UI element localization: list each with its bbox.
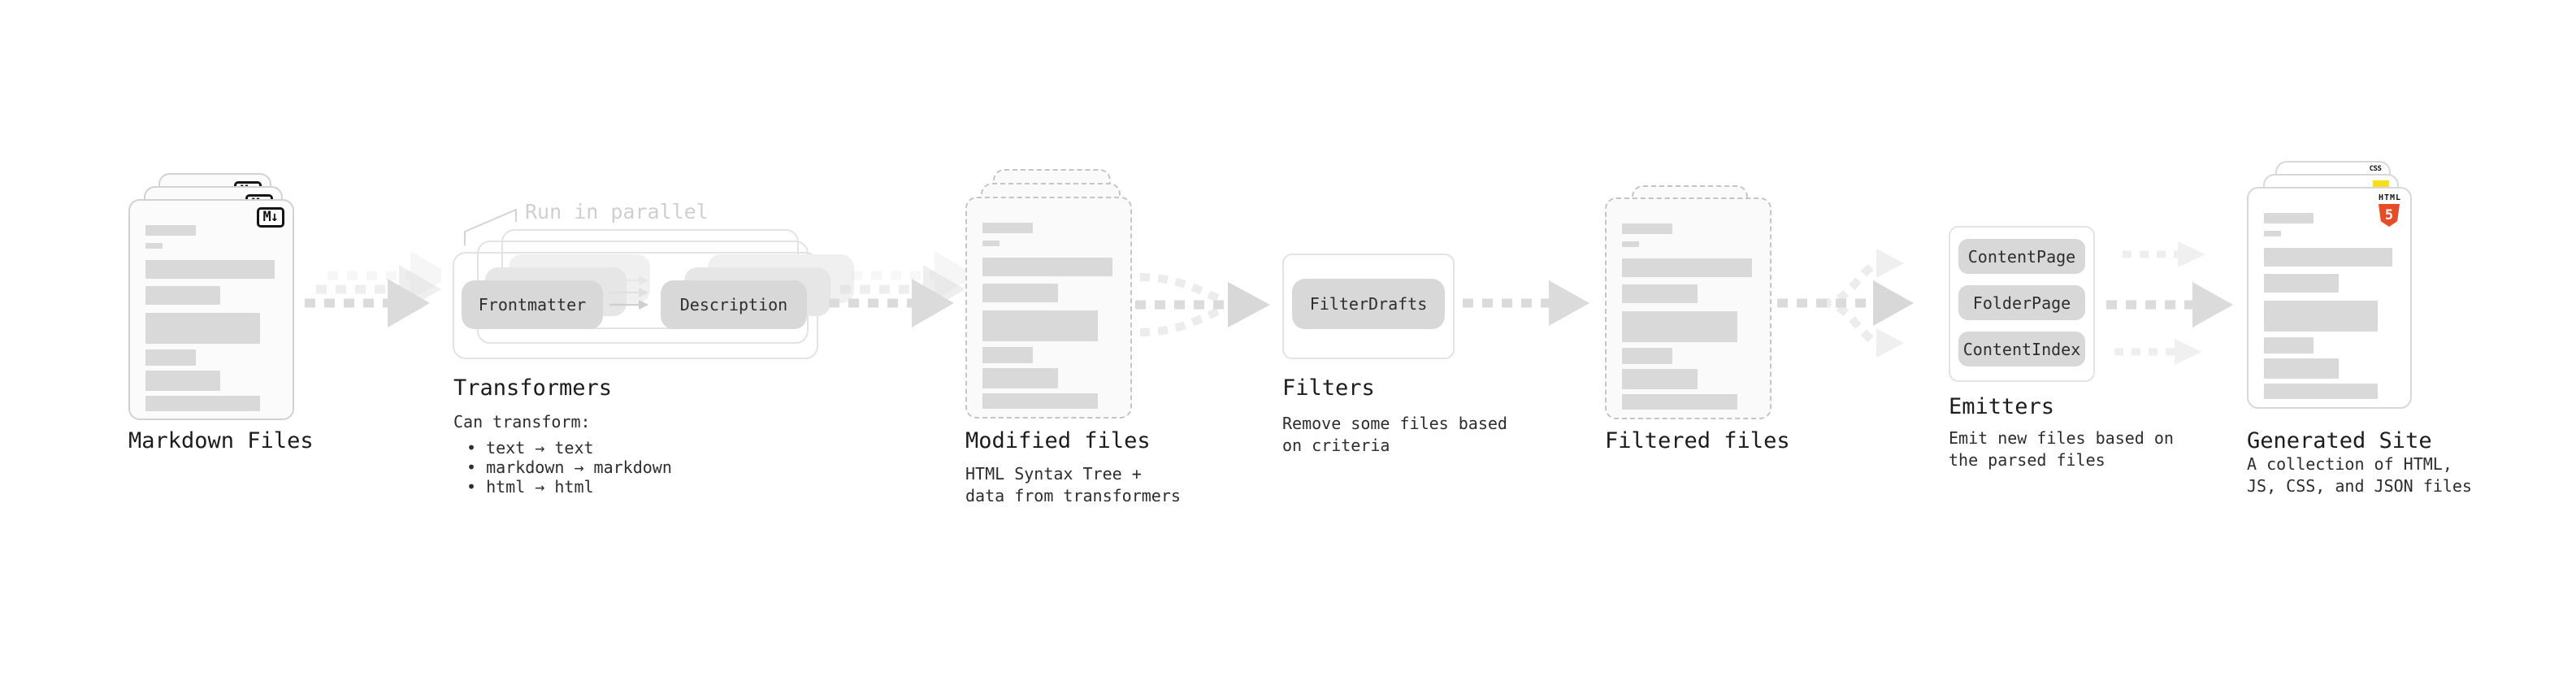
filter-pill-filterdrafts: FilterDrafts [1292,279,1445,329]
arrow-fanout-to-emitters-icon [1777,249,1914,358]
transformer-pill-description: Description [661,280,807,329]
file-text-lines [982,223,1115,409]
emitter-pill-contentindex: ContentIndex [1958,332,2085,367]
arrow-transformers-to-modified-icon [829,251,965,327]
text-line-bar [2264,213,2314,223]
arrow-emitters-to-generated-icon [2106,241,2233,365]
text-line-bar [2264,248,2392,267]
desc-line: data from transformers [965,486,1181,505]
text-line-bar [982,223,1033,233]
text-line-bar [1622,258,1752,277]
filtered-files-label: Filtered files [1605,428,1790,453]
transformers-bullet-list: • text → text • markdown → markdown • ht… [453,438,672,497]
transformer-pill-frontmatter: Frontmatter [462,280,603,329]
text-line-bar [982,368,1058,388]
modified-files-description: HTML Syntax Tree + data from transformer… [965,463,1181,507]
desc-line: on criteria [1282,436,1390,455]
text-line-bar [982,258,1112,276]
emitters-label: Emitters [1949,394,2055,419]
text-line-bar [2264,384,2379,399]
text-line-bar [1622,369,1698,389]
text-line-bar [1622,223,1672,234]
generated-site-description: A collection of HTML, JS, CSS, and JSON … [2247,453,2472,497]
arrow-fanin-to-filters-icon [1135,273,1270,336]
text-line-bar [2264,358,2339,379]
generated-site-label: Generated Site [2247,428,2432,453]
annotation-line-icon [464,208,517,245]
text-line-bar [145,260,275,279]
file-text-lines [145,225,277,411]
transformers-label: Transformers [453,375,613,401]
markdown-files-label: Markdown Files [128,428,314,453]
text-line-bar [1622,311,1737,342]
text-line-bar [982,284,1058,302]
desc-line: HTML Syntax Tree + [965,464,1142,484]
text-line-bar [145,225,196,236]
text-line-bar [1622,284,1698,303]
modified-files-label: Modified files [965,428,1151,453]
desc-line: Emit new files based on [1949,428,2174,448]
emitter-pill-contentpage: ContentPage [1958,239,2085,274]
transformers-description: Can transform: • text → text • markdown … [453,411,672,497]
markdown-file-card-front: M↓ [128,199,294,420]
text-line-bar [145,371,221,391]
text-line-bar [1622,348,1672,364]
bullet-item: • markdown → markdown [466,458,672,477]
desc-line: A collection of HTML, [2247,454,2452,474]
text-line-bar [1622,241,1640,247]
text-line-bar [982,347,1033,363]
emitters-description: Emit new files based on the parsed files [1949,427,2174,471]
pill-flow-arrows-icon [609,275,648,310]
markdown-icon: M↓ [256,207,284,228]
text-line-bar [982,393,1098,409]
filters-container [1282,254,1455,359]
filtered-file-card-front [1605,197,1772,419]
text-line-bar [2264,274,2339,293]
file-text-lines [1622,223,1754,410]
text-line-bar [145,243,163,249]
arrow-filters-to-filtered-icon [1463,280,1589,326]
desc-line: JS, CSS, and JSON files [2247,476,2472,496]
desc-line: the parsed files [1949,450,2105,470]
transformers-desc-heading: Can transform: [453,412,591,432]
run-in-parallel-annotation: Run in parallel [525,200,709,223]
bullet-item: • text → text [466,438,594,458]
text-line-bar [145,313,260,344]
text-line-bar [145,396,260,411]
css-icon-label: CSS [2369,165,2382,173]
desc-line: Remove some files based [1282,414,1507,433]
text-line-bar [145,286,221,305]
javascript-icon [2373,180,2389,189]
filters-label: Filters [1282,375,1375,401]
modified-file-card-front [965,197,1132,419]
text-line-bar [2264,337,2314,354]
html5-icon-label: HTML [2379,193,2402,202]
text-line-bar [982,310,1098,341]
filters-description: Remove some files based on criteria [1282,413,1507,457]
text-line-bar [982,241,1000,246]
arrow-markdown-to-transformers-icon [305,251,441,327]
emitter-pill-folderpage: FolderPage [1958,285,2085,320]
bullet-item: • html → html [466,477,594,497]
text-line-bar [2264,231,2281,236]
file-text-lines [2264,213,2395,399]
text-line-bar [1622,394,1737,410]
html5-icon: HTML 5 [2379,194,2400,227]
text-line-bar [145,349,196,366]
text-line-bar [2264,301,2379,332]
emitters-container [1949,226,2095,382]
generated-file-card-html: HTML 5 [2247,187,2412,409]
